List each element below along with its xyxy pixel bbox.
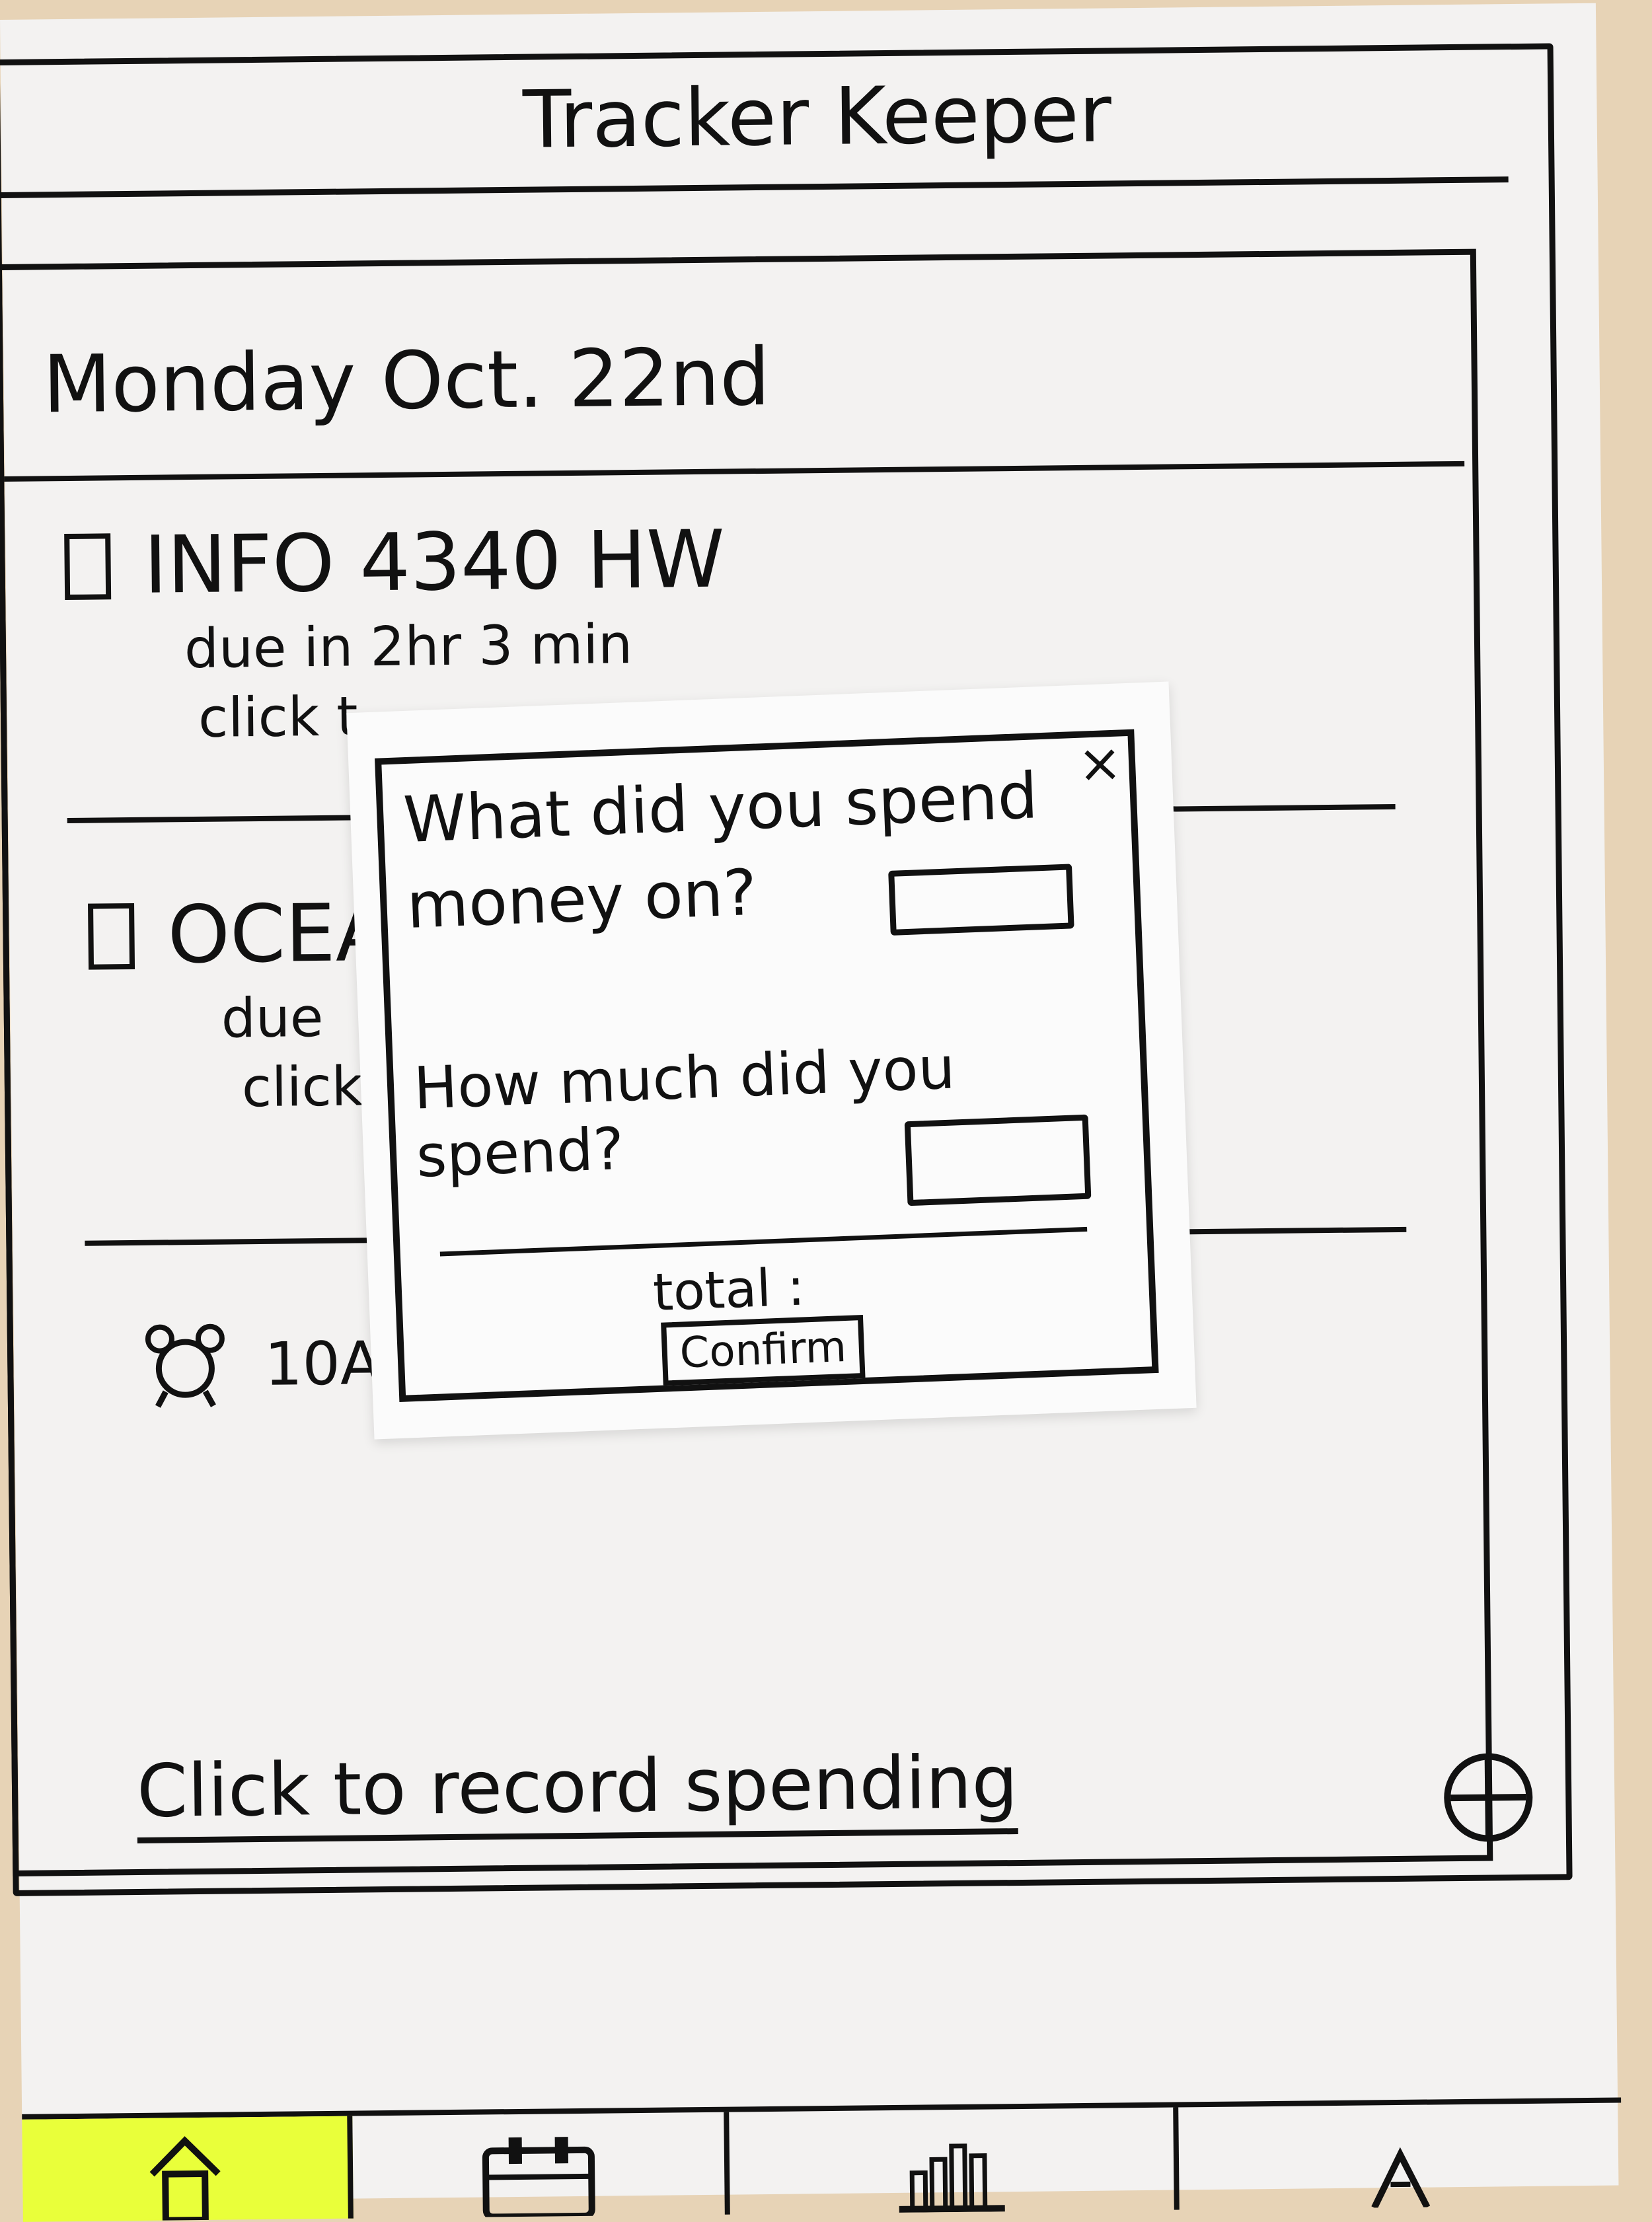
tab-profile[interactable] bbox=[1178, 2102, 1622, 2209]
date-header: Monday Oct. 22nd bbox=[3, 308, 1464, 482]
home-icon bbox=[118, 2127, 251, 2221]
alarm-label: 10A bbox=[264, 1329, 381, 1399]
modal-divider bbox=[440, 1227, 1088, 1257]
amount-input[interactable] bbox=[905, 1115, 1092, 1206]
confirm-button[interactable]: Confirm bbox=[661, 1315, 865, 1386]
tab-stats[interactable] bbox=[729, 2108, 1180, 2215]
bottom-nav bbox=[22, 2097, 1622, 2221]
spend-on-input[interactable] bbox=[888, 864, 1074, 936]
alarm-row[interactable]: 10A bbox=[145, 1317, 382, 1412]
total-label: total : bbox=[652, 1257, 806, 1323]
spending-modal: × What did you spend money on? How much … bbox=[375, 729, 1159, 1402]
tab-home[interactable] bbox=[22, 2116, 354, 2222]
spending-modal-card: × What did you spend money on? How much … bbox=[346, 682, 1196, 1440]
add-icon[interactable] bbox=[1439, 1748, 1539, 1848]
app-title: Tracker Keeper bbox=[523, 68, 1112, 166]
alarm-clock-icon bbox=[145, 1319, 225, 1412]
bar-chart-icon bbox=[885, 2119, 1018, 2213]
record-spending-link[interactable]: Click to record spending bbox=[136, 1740, 1018, 1843]
task-title: INFO 4340 HW bbox=[143, 514, 726, 612]
date-label: Monday Oct. 22nd bbox=[42, 332, 770, 431]
tab-calendar[interactable] bbox=[352, 2112, 730, 2219]
task-due: due in 2hr 3 min bbox=[184, 605, 1420, 681]
title-bar: Tracker Keeper bbox=[0, 44, 1509, 198]
task-checkbox[interactable] bbox=[88, 903, 135, 969]
task-checkbox[interactable] bbox=[64, 533, 111, 600]
person-icon bbox=[1333, 2114, 1466, 2208]
calendar-icon bbox=[472, 2124, 605, 2217]
